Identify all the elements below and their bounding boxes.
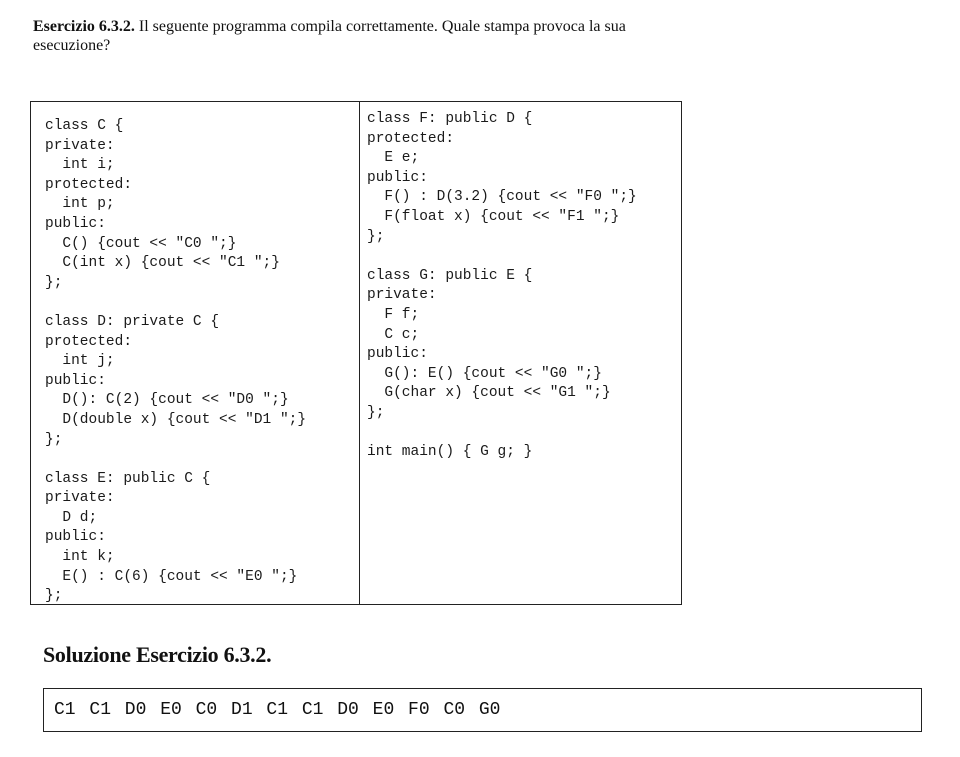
exercise-label: Esercizio 6.3.2. bbox=[33, 18, 135, 35]
column-divider bbox=[359, 102, 360, 604]
solution-output: C1 C1 D0 E0 C0 D1 C1 C1 D0 E0 F0 C0 G0 bbox=[54, 700, 501, 720]
code-listing-box: class C { private: int i; protected: int… bbox=[30, 101, 682, 605]
exercise-question: Il seguente programma compila correttame… bbox=[33, 18, 626, 54]
exercise-statement: Esercizio 6.3.2. Il seguente programma c… bbox=[33, 17, 693, 55]
code-column-left: class C { private: int i; protected: int… bbox=[45, 118, 307, 605]
code-column-right: class F: public D { protected: E e; publ… bbox=[367, 111, 637, 461]
solution-answer-box: C1 C1 D0 E0 C0 D1 C1 C1 D0 E0 F0 C0 G0 bbox=[43, 688, 922, 732]
solution-title: Soluzione Esercizio 6.3.2. bbox=[43, 642, 272, 667]
